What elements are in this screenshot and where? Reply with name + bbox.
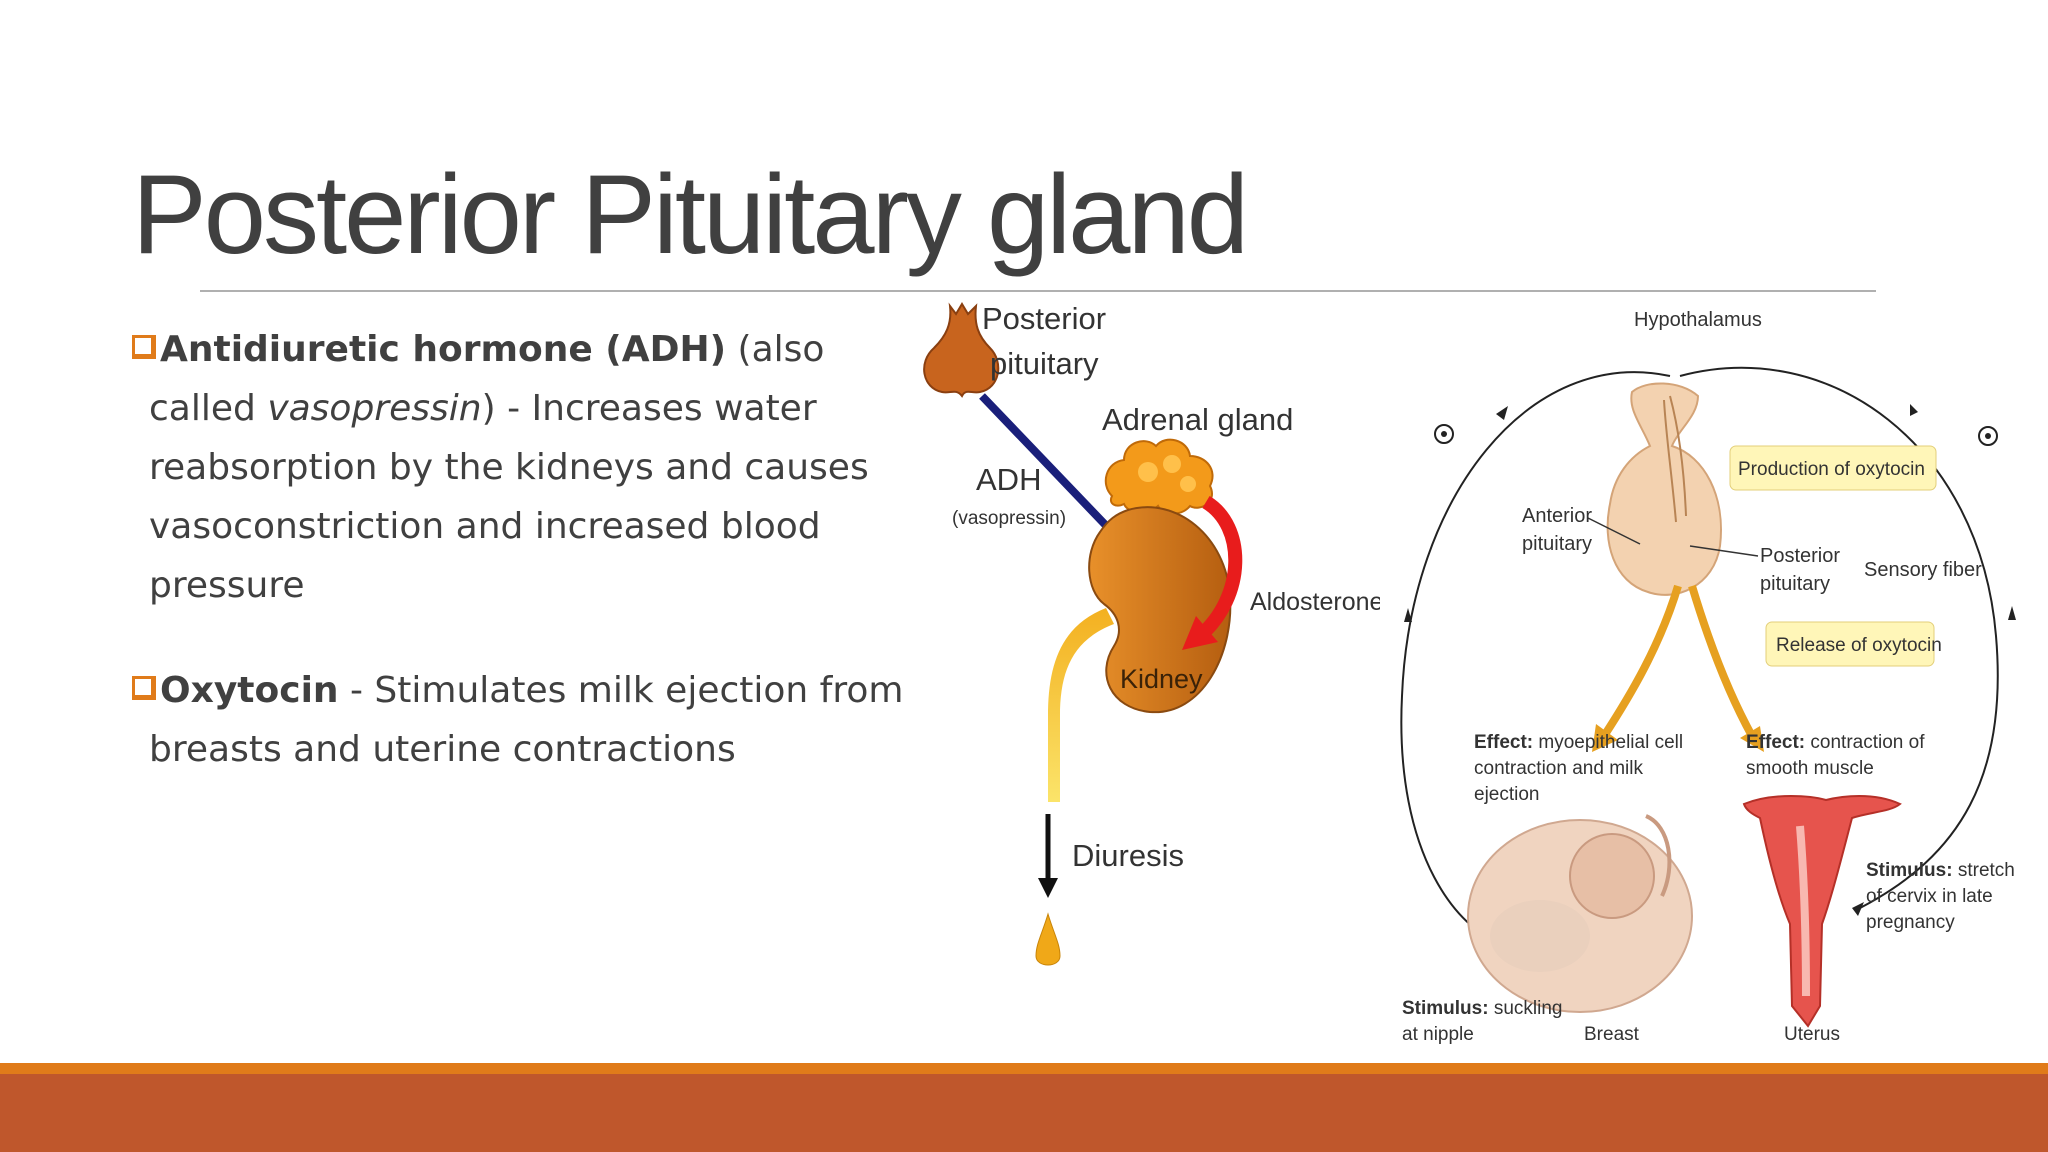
release-arrows-icon (1592, 584, 1764, 752)
aldosterone-label: Aldosterone (1250, 588, 1380, 616)
production-label: Production of oxytocin (1738, 459, 1925, 480)
posterior-pituitary-icon (923, 302, 1000, 398)
bullet-adh-term: Antidiuretic hormone (ADH) (160, 329, 727, 370)
kidney-icon (1088, 506, 1232, 714)
bullet-oxytocin: Oxytocin - Stimulates milk ejection from… (132, 661, 912, 779)
effect-left-line-3: ejection (1474, 784, 1540, 805)
slide-title: Posterior Pituitary gland (132, 152, 1249, 277)
release-label: Release of oxytocin (1776, 635, 1942, 656)
effect-right-line-2: smooth muscle (1746, 758, 1874, 779)
ureter-icon (1048, 608, 1114, 802)
anterior-label-2: pituitary (1522, 533, 1592, 555)
bullet-adh-text-2: ) - Increases water reabsorption by the … (149, 388, 869, 606)
kidney-label: Kidney (1120, 664, 1203, 694)
hypothalamus-label: Hypothalamus (1634, 309, 1762, 331)
effect-left-line-2: contraction and milk (1474, 758, 1643, 779)
vasopressin-label: (vasopressin) (952, 508, 1066, 529)
oxytocin-diagram: Hypothalamus Production of oxytocin Ante… (1380, 296, 2040, 1066)
breast-label: Breast (1584, 1024, 1640, 1045)
bullet-oxytocin-term: Oxytocin (160, 670, 339, 711)
footer-bar (0, 1074, 2048, 1152)
posterior-label-2: pituitary (1760, 573, 1830, 595)
stimulus-right-line-1: Stimulus: stretch (1866, 860, 2015, 881)
adrenal-label: Adrenal gland (1102, 402, 1293, 437)
checkbox-bullet-icon (132, 335, 156, 359)
uterus-label: Uterus (1784, 1024, 1840, 1045)
uterus-illustration-icon (1742, 795, 1902, 1028)
bullet-adh-italic: vasopressin (267, 388, 482, 429)
urine-drop-icon (1035, 912, 1061, 966)
adh-label: ADH (976, 462, 1041, 497)
adrenal-gland-icon (1104, 438, 1214, 515)
title-underline (200, 290, 1876, 292)
bullet-oxytocin-text-1: - Stimulates milk ejection from breasts … (149, 670, 904, 770)
posterior-label-2: pituitary (990, 346, 1099, 381)
posterior-label-1: Posterior (982, 301, 1106, 336)
aldosterone-arrow-icon (1182, 496, 1243, 650)
stimulus-right-line-3: pregnancy (1866, 912, 1955, 933)
checkbox-bullet-icon (132, 676, 156, 700)
footer-accent-strip (0, 1063, 2048, 1074)
effect-right-line-1: Effect: contraction of (1746, 732, 1925, 753)
posterior-leader-line (1689, 545, 1759, 557)
adh-diagram: Posterior pituitary Adrenal gland ADH (v… (923, 301, 1380, 966)
stimulus-left-line-1: Stimulus: suckling (1402, 998, 1562, 1019)
bullet-adh-text-1: (also called (149, 329, 825, 429)
bullet-list: Antidiuretic hormone (ADH) (also called … (132, 320, 912, 825)
stimulus-left-line-2: at nipple (1402, 1024, 1474, 1045)
release-box (1765, 621, 1935, 667)
production-box (1729, 445, 1937, 491)
effect-left-line-1: Effect: myoepithelial cell (1474, 732, 1683, 753)
sensory-receptor-icon (1434, 424, 1998, 446)
anterior-leader-line (1587, 517, 1641, 545)
sensory-fiber-label: Sensory fiber (1864, 559, 1982, 581)
diuresis-label: Diuresis (1072, 838, 1184, 873)
breastfeeding-illustration-icon (1467, 814, 1693, 1013)
bullet-adh: Antidiuretic hormone (ADH) (also called … (132, 320, 912, 615)
anterior-label-1: Anterior (1522, 505, 1592, 527)
diuresis-arrow-icon (1038, 814, 1058, 898)
posterior-label-1: Posterior (1760, 545, 1840, 567)
stimulus-right-line-2: of cervix in late (1866, 886, 1993, 907)
